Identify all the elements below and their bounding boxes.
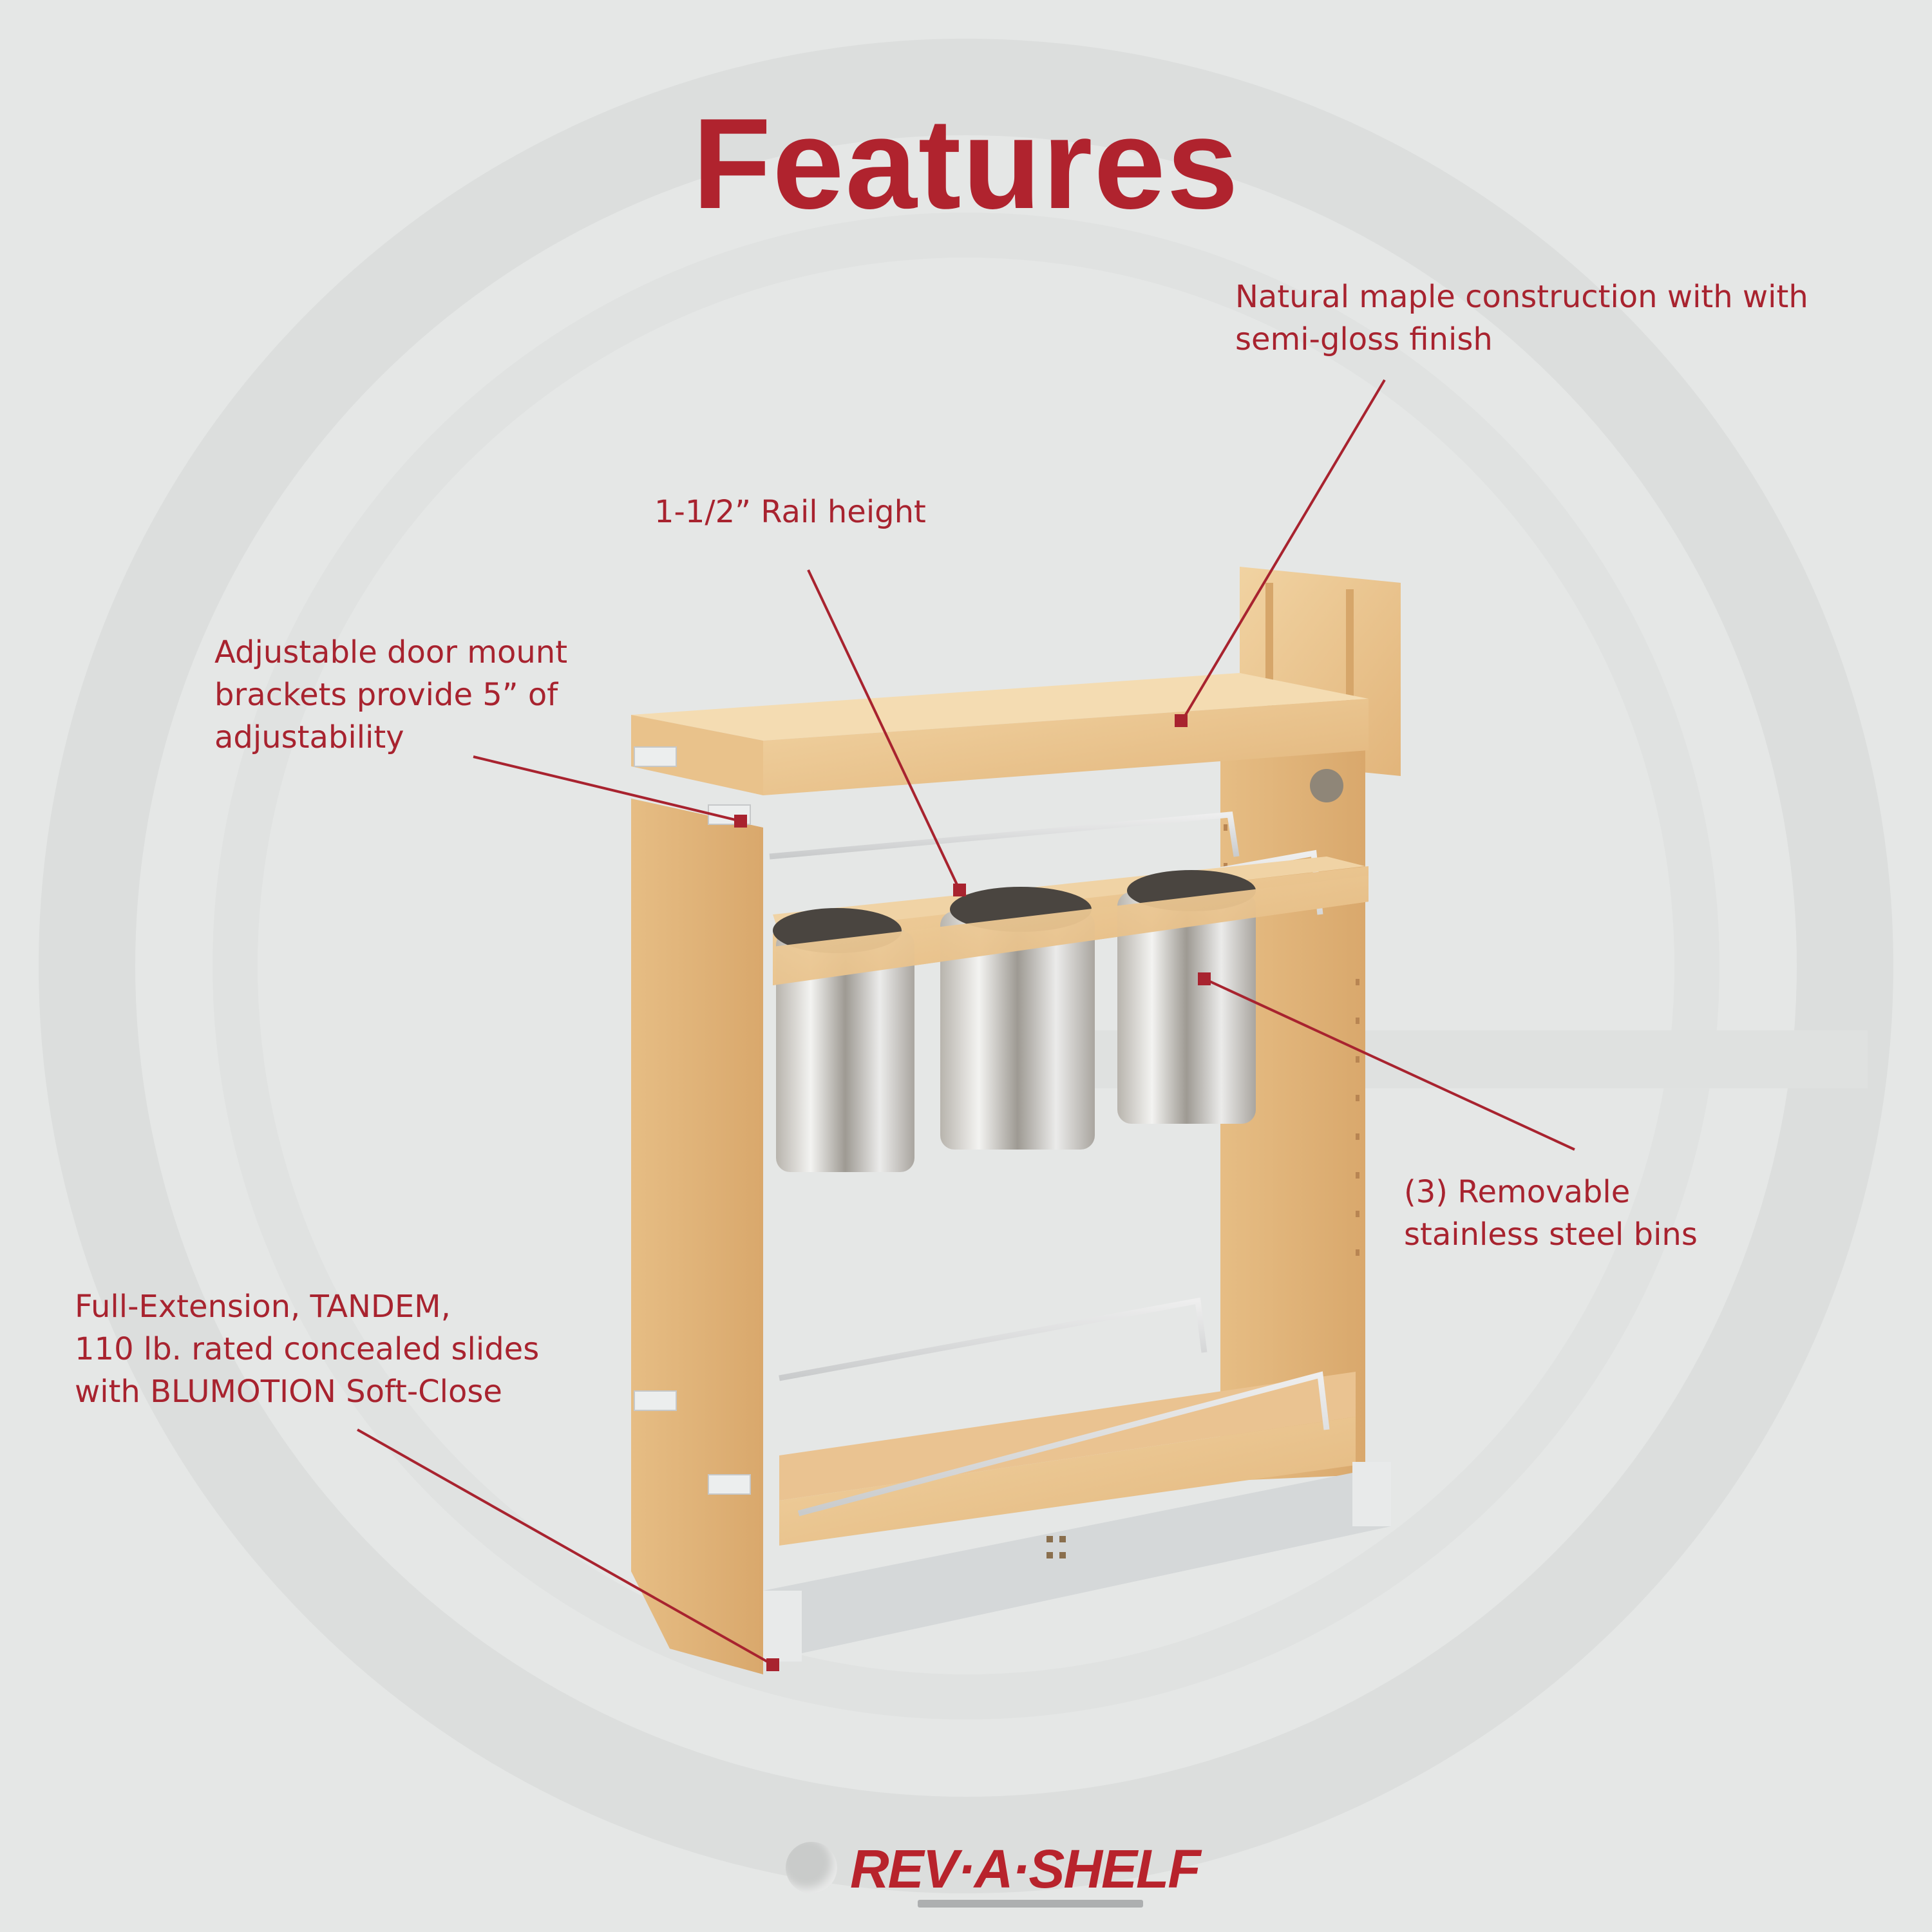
right-side-panel — [1220, 734, 1365, 1481]
callout-line: 1-1/2” Rail height — [654, 494, 926, 530]
brand-logo: REV·A·SHELF — [786, 1829, 1201, 1919]
callout-door-mount-brackets: Adjustable door mount brackets provide 5… — [214, 631, 567, 759]
left-front-panel — [631, 799, 763, 1674]
logo-wordmark: REV·A·SHELF — [850, 1839, 1201, 1899]
callout-line: with BLUMOTION Soft-Close — [75, 1374, 502, 1410]
callout-line: Full-Extension, TANDEM, — [75, 1289, 451, 1325]
callout-line: stainless steel bins — [1404, 1217, 1698, 1253]
bottom-tray — [779, 1297, 1356, 1546]
logo-mark-icon — [786, 1842, 837, 1893]
logo-tagline — [918, 1900, 1143, 1908]
leader-lines — [357, 379, 1575, 1671]
stainless-bins — [773, 870, 1256, 1172]
callout-line: Adjustable door mount — [214, 634, 568, 670]
callout-maple-construction: Natural maple construction with with sem… — [1235, 276, 1808, 361]
callout-line: brackets provide 5” of — [214, 677, 558, 713]
callout-slides: Full-Extension, TANDEM, 110 lb. rated co… — [75, 1285, 539, 1413]
callout-line: adjustability — [214, 719, 404, 755]
door-mount-brackets — [634, 746, 751, 1495]
vent-hole — [1310, 769, 1343, 802]
callout-line: semi-gloss finish — [1235, 321, 1493, 357]
page-title: Features — [692, 92, 1240, 236]
callout-removable-bins: (3) Removable stainless steel bins — [1404, 1171, 1698, 1256]
callout-line: Natural maple construction with with — [1235, 279, 1808, 315]
callout-rail-height: 1-1/2” Rail height — [654, 491, 926, 533]
top-tray — [631, 673, 1368, 795]
callout-line: 110 lb. rated concealed slides — [75, 1331, 540, 1367]
slide-base — [763, 1462, 1391, 1662]
callout-line: (3) Removable — [1404, 1174, 1631, 1210]
